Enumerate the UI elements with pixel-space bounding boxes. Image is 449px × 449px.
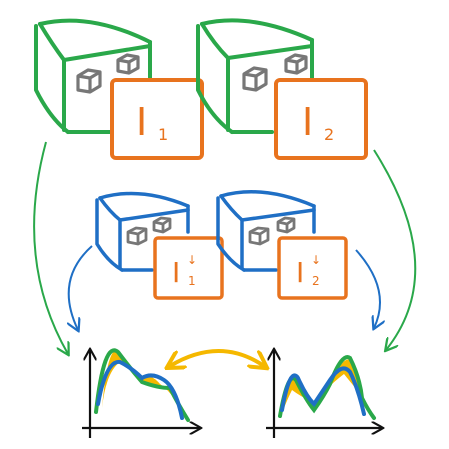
camera-2-lens-icons (242, 53, 308, 92)
yellow-double-arrow (170, 349, 264, 366)
frame-4-subscript: 2 (312, 274, 320, 288)
blue-arrow-right (355, 249, 380, 328)
plot-right-green-curve (278, 355, 376, 420)
frame-4-superscript: ↓ (311, 253, 321, 267)
camera-2-large (196, 18, 314, 134)
frame-3: I ↓ 1 (153, 236, 224, 300)
frame-1-subscript: 1 (158, 125, 168, 144)
camera-1-large (34, 18, 152, 134)
frame-2-letter: I (302, 100, 313, 144)
frame-4-letter: I (296, 256, 304, 289)
camera-3-lens-icons (126, 216, 172, 246)
frame-1: I 1 (110, 78, 204, 160)
camera-4-lens-icons (248, 216, 296, 246)
plot-left-blue-curve (96, 360, 184, 420)
plot-right-area-fill-1 (284, 377, 312, 408)
plot-right-blue-curve (280, 366, 366, 416)
frame-3-subscript: 1 (188, 274, 196, 288)
plot-right (266, 350, 382, 438)
camera-3-small (95, 191, 190, 272)
blue-arrow-left (69, 245, 93, 330)
plot-left (82, 350, 200, 438)
frame-2-subscript: 2 (324, 125, 334, 144)
frame-4: I ↓ 2 (277, 236, 348, 300)
frame-3-letter: I (172, 256, 180, 289)
frame-1-letter: I (136, 100, 147, 144)
camera-4-small (216, 190, 316, 272)
frame-2: I 2 (274, 78, 368, 160)
frame-3-superscript: ↓ (187, 253, 197, 267)
green-arrow-right (373, 149, 417, 350)
green-arrow-left (33, 141, 68, 354)
camera-1-lens-icons (76, 53, 140, 94)
